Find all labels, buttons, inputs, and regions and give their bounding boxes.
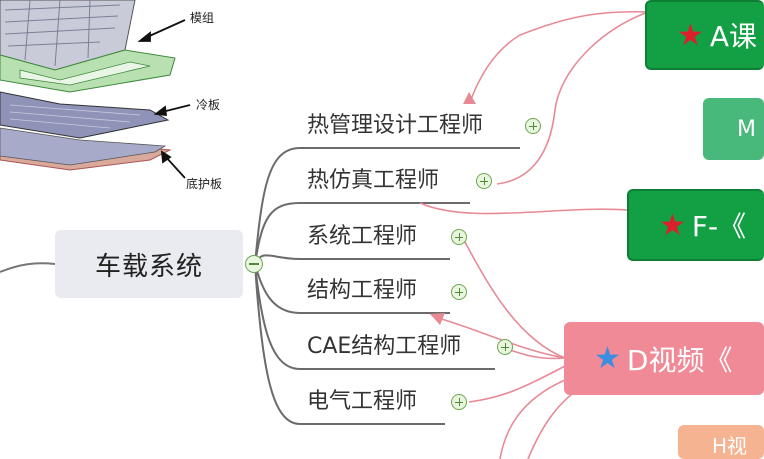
star-icon: ★ (677, 17, 704, 53)
cold-plate (0, 91, 170, 139)
bottom-guard-arrow (164, 155, 186, 179)
card-f-label: F-《 (691, 210, 747, 243)
central-topic-label: 车载系统 (94, 251, 203, 282)
branch-connector (254, 202, 470, 265)
star-icon: ★ (594, 341, 621, 376)
central-topic[interactable]: 车载系统 (55, 230, 243, 298)
cross-link (468, 365, 566, 403)
cross-link (463, 239, 566, 359)
branch-connector (254, 254, 450, 265)
expand-icon[interactable] (525, 118, 541, 134)
card-f[interactable]: ★F-《 (627, 189, 764, 261)
cross-link (499, 379, 566, 459)
module-frame-inner (19, 61, 151, 86)
branch-thermal-simulation-engineer[interactable]: 热仿真工程师 (307, 168, 440, 193)
branch-structural-engineer[interactable]: 结构工程师 (307, 278, 418, 303)
expand-icon[interactable] (451, 394, 467, 410)
cross-link (496, 11, 649, 185)
cross-link (527, 387, 581, 459)
expand-icon[interactable] (451, 284, 467, 300)
branch-thermal-design-engineer[interactable]: 热管理设计工程师 (307, 113, 484, 138)
branch-connector (254, 147, 520, 265)
card-m-label: M (737, 116, 756, 142)
left-connector (0, 262, 56, 273)
star-icon: ★ (659, 207, 686, 243)
card-m[interactable]: M (703, 98, 764, 160)
arrowhead (463, 92, 476, 104)
bottom-guard-label: 底护板 (186, 177, 223, 191)
arrowhead (430, 313, 445, 325)
branch-connector (254, 263, 445, 425)
card-h-video-label: H视 (712, 434, 748, 458)
card-d-video-label: D视频《 (626, 343, 733, 377)
battery-pack-illustration (0, 0, 191, 179)
cold-plate-label: 冷板 (196, 98, 221, 112)
branch-electrical-engineer[interactable]: 电气工程师 (307, 389, 418, 414)
expand-icon[interactable] (476, 173, 492, 189)
branch-system-engineer[interactable]: 系统工程师 (307, 224, 418, 249)
bottom-guard-top (0, 127, 167, 166)
branch-connector (254, 263, 450, 314)
cross-link (419, 202, 629, 215)
branch-cae-structural-engineer[interactable]: CAE结构工程师 (307, 334, 462, 359)
card-a-course[interactable]: ★A课 (645, 0, 764, 70)
cross-link (509, 349, 566, 360)
card-h-video[interactable]: H视 (678, 425, 764, 459)
expand-icon[interactable] (451, 229, 467, 245)
collapse-icon[interactable] (245, 255, 263, 273)
cross-link (469, 10, 649, 103)
expand-icon[interactable] (497, 339, 513, 355)
module-label: 模组 (190, 11, 215, 25)
cold-plate-arrow (161, 104, 191, 113)
card-a-course-label: A课 (709, 20, 758, 53)
branch-connector (254, 263, 495, 370)
module-arrow (144, 19, 186, 39)
card-d-video[interactable]: ★D视频《 (564, 322, 764, 395)
